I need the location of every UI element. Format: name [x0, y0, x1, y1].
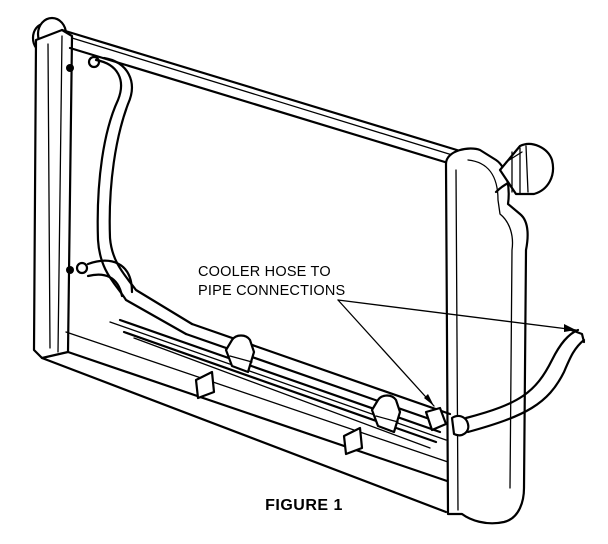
cooler-hose-left	[86, 56, 194, 336]
pipe-clamps	[194, 334, 402, 456]
cooler-hose-right	[424, 326, 586, 437]
right-tank	[444, 147, 529, 525]
figure-caption: FIGURE 1	[265, 497, 343, 514]
callout-line-2: PIPE CONNECTIONS	[198, 283, 346, 299]
callout-label: COOLER HOSE TO PIPE CONNECTIONS	[198, 263, 345, 301]
outlet-hose	[498, 142, 555, 196]
left-tank	[32, 28, 74, 360]
top-rail	[60, 28, 472, 168]
callout-leaders	[337, 299, 577, 407]
callout-line-1: COOLER HOSE TO	[198, 264, 331, 280]
